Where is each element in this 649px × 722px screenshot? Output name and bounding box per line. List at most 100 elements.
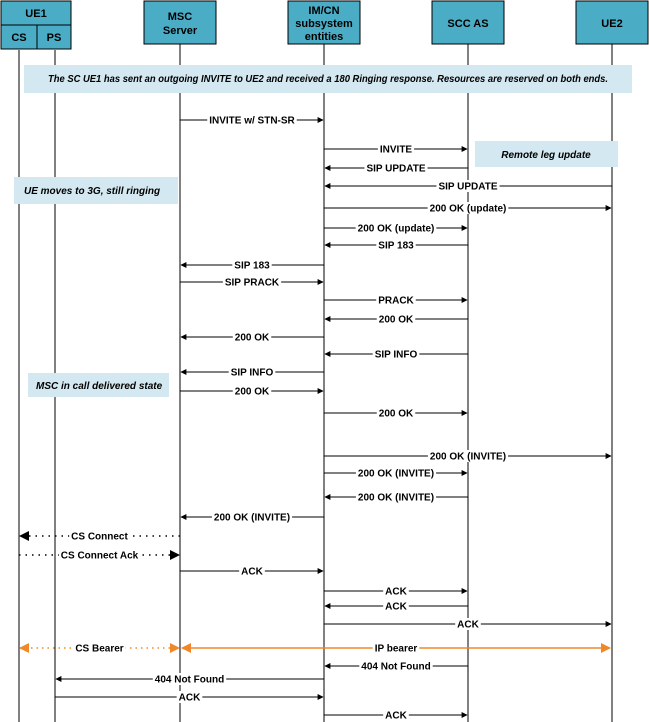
message-label-background	[232, 259, 272, 271]
remote-leg-note-box	[475, 141, 618, 167]
ue1-label: UE1	[25, 8, 46, 20]
msc-state-note: MSC in call delivered state	[36, 381, 163, 392]
message-label: SIP 183	[234, 261, 270, 272]
message-label: IP bearer	[375, 644, 418, 655]
message-label-background	[427, 202, 509, 214]
message-label-background	[359, 660, 433, 672]
message-label: SIP INFO	[375, 350, 418, 361]
message-label: CS Connect Ack	[61, 551, 139, 562]
message-4: SIP UPDATE	[324, 180, 612, 193]
message-25: ACK	[324, 600, 468, 613]
msc-label-line2: Server	[163, 25, 198, 37]
message-label-background	[211, 511, 293, 523]
message-label-background	[427, 450, 509, 462]
message-label: 200 OK (update)	[430, 204, 507, 215]
message-label-background	[355, 467, 437, 479]
message-label: ACK	[241, 567, 263, 578]
ue2-label: UE2	[601, 18, 622, 30]
message-16: 200 OK	[324, 407, 468, 420]
message-6: 200 OK (update)	[324, 222, 468, 235]
message-label: SIP INFO	[231, 368, 274, 379]
message-label-background	[355, 222, 437, 234]
message-label: SIP UPDATE	[366, 164, 425, 175]
message-label-background	[73, 642, 126, 654]
message-label: 200 OK	[379, 315, 414, 326]
message-label: ACK	[385, 587, 407, 598]
message-label: 200 OK	[235, 387, 270, 398]
message-label: PRACK	[378, 296, 414, 307]
message-label-background	[228, 366, 276, 378]
scc-label: SCC AS	[447, 18, 488, 30]
message-label: 200 OK (INVITE)	[358, 493, 434, 504]
message-27: CS Bearer	[19, 642, 180, 655]
message-26: ACK	[324, 618, 612, 631]
message-label-background	[176, 691, 203, 703]
message-20: 200 OK (INVITE)	[180, 511, 324, 524]
message-label: 200 OK (INVITE)	[430, 452, 506, 463]
message-32: ACK	[324, 709, 468, 722]
ue1-cs-label: CS	[11, 32, 26, 44]
message-label-background	[372, 642, 420, 654]
ims-label-line3: entities	[305, 31, 344, 43]
message-10: PRACK	[324, 294, 468, 307]
message-label: 200 OK	[235, 333, 270, 344]
message-label-background	[455, 618, 481, 630]
message-label-background	[239, 565, 265, 577]
message-label-background	[207, 114, 297, 126]
message-18: 200 OK (INVITE)	[324, 467, 468, 480]
message-9: SIP PRACK	[180, 276, 324, 289]
message-23: ACK	[180, 565, 324, 578]
message-label: CS Bearer	[75, 644, 123, 655]
ue-moves-note: UE moves to 3G, still ringing	[24, 186, 160, 197]
message-31: ACK	[55, 691, 324, 704]
message-label-background	[152, 673, 227, 685]
message-label-background	[364, 162, 428, 174]
message-5: 200 OK (update)	[324, 202, 612, 215]
banner-note: The SC UE1 has sent an outgoing INVITE t…	[48, 74, 608, 85]
message-label-background	[383, 585, 409, 597]
message-label-background	[355, 491, 437, 503]
message-label: SIP UPDATE	[438, 182, 497, 193]
message-label-background	[232, 331, 272, 343]
message-14: SIP INFO	[180, 366, 324, 379]
message-30: 404 Not Found	[55, 673, 324, 686]
message-13: SIP INFO	[324, 348, 468, 361]
message-label: 404 Not Found	[361, 662, 430, 673]
message-2: INVITE	[324, 143, 468, 156]
ims-header: IM/CN subsystem entities	[287, 0, 361, 45]
message-label-background	[232, 385, 272, 397]
message-7: SIP 183	[324, 239, 468, 252]
message-label-background	[372, 348, 420, 360]
ue1-ps-label: PS	[47, 32, 62, 44]
notes: The SC UE1 has sent an outgoing INVITE t…	[14, 65, 632, 397]
message-12: 200 OK	[180, 331, 324, 344]
ims-label-line2: subsystem	[295, 18, 353, 30]
message-15: 200 OK	[180, 385, 324, 398]
message-label: SIP 183	[378, 241, 414, 252]
message-29: 404 Not Found	[324, 660, 468, 673]
message-label-background	[376, 407, 416, 419]
message-label-background	[58, 549, 141, 561]
message-3: SIP UPDATE	[324, 162, 468, 175]
message-label: 200 OK (update)	[358, 224, 435, 235]
message-label: SIP PRACK	[225, 278, 280, 289]
message-11: 200 OK	[324, 313, 468, 326]
scc-header: SCC AS	[431, 0, 505, 45]
message-label: 404 Not Found	[155, 675, 224, 686]
msc-header: MSC Server	[143, 0, 217, 45]
message-label-background	[376, 313, 416, 325]
message-label-background	[383, 709, 409, 721]
remote-leg-note: Remote leg update	[501, 150, 591, 161]
message-label-background	[377, 143, 415, 155]
message-label: 200 OK	[379, 409, 414, 420]
message-1: INVITE w/ STN-SR	[180, 114, 324, 127]
message-24: ACK	[324, 585, 468, 598]
message-8: SIP 183	[180, 259, 324, 272]
msc-label-line1: MSC	[168, 11, 193, 23]
message-arrows: INVITE w/ STN-SR INVITE SIP UPDATE SIP UPDA…	[19, 114, 612, 722]
message-17: 200 OK (INVITE)	[324, 450, 612, 463]
message-label: CS Connect	[71, 532, 128, 543]
message-22: CS Connect Ack	[19, 549, 180, 562]
message-label: ACK	[457, 620, 479, 631]
